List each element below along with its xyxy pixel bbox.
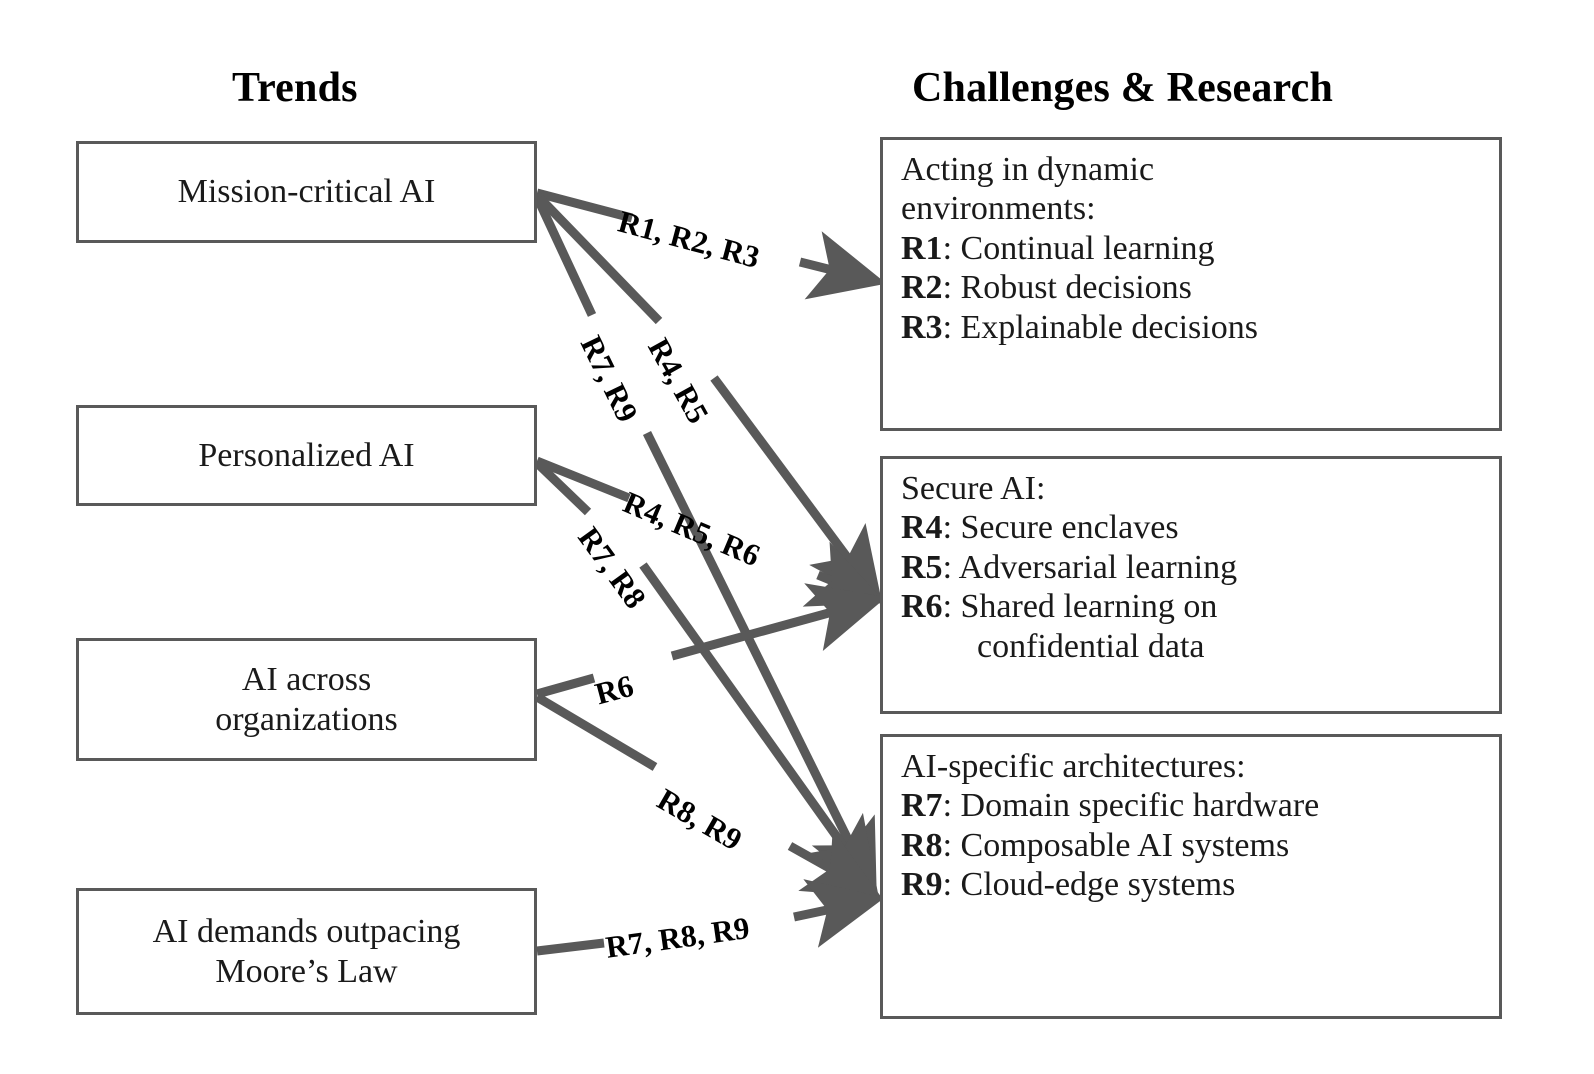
edge-label-personalized-to-arch: R7, R8	[571, 520, 654, 615]
research-item-r3: R3: Explainable decisions	[901, 308, 1499, 347]
research-text: Domain specific hardware	[960, 787, 1320, 825]
challenge-box-ai-specific-architectures[interactable]: AI-specific architectures: R7: Domain sp…	[880, 734, 1502, 1019]
research-id: R1	[901, 229, 943, 267]
research-text: Adversarial learning	[958, 548, 1238, 586]
trend-label: AI demands outpacing Moore’s Law	[152, 912, 461, 990]
challenge-box-secure-ai[interactable]: Secure AI: R4: Secure enclaves R5: Adver…	[880, 456, 1502, 714]
research-sep: :	[942, 826, 961, 864]
research-text: Explainable decisions	[960, 308, 1258, 346]
edge-label-mission-to-arch: R7, R9	[573, 330, 646, 428]
trend-label: AI across organizations	[215, 660, 398, 738]
research-sep: :	[942, 229, 961, 267]
research-text: Cloud-edge systems	[960, 866, 1236, 904]
research-id: R6	[901, 588, 943, 626]
research-item-r8: R8: Composable AI systems	[901, 826, 1499, 865]
research-sep: :	[942, 308, 961, 346]
research-id: R8	[901, 826, 943, 864]
research-item-r1: R1: Continual learning	[901, 229, 1499, 268]
research-text-continuation: confidential data	[977, 627, 1205, 665]
research-id: R2	[901, 269, 943, 307]
research-id: R3	[901, 308, 943, 346]
edge-orgs-to-arch	[534, 693, 882, 898]
research-item-r5: R5: Adversarial learning	[901, 548, 1499, 587]
trend-box-mission-critical-ai[interactable]: Mission-critical AI	[76, 141, 537, 243]
trend-box-personalized-ai[interactable]: Personalized AI	[76, 405, 537, 506]
research-id: R9	[901, 866, 943, 904]
trend-box-ai-across-organizations[interactable]: AI across organizations	[76, 638, 537, 761]
research-id: R5	[901, 548, 943, 586]
research-text: Robust decisions	[960, 269, 1192, 307]
column-header-challenges-research: Challenges & Research	[912, 65, 1334, 111]
challenge-heading: AI-specific architectures:	[901, 748, 1246, 785]
research-text: Continual learning	[960, 229, 1215, 267]
edge-label-personalized-to-secure: R4, R5, R6	[618, 484, 766, 574]
research-text: Shared learning on	[960, 588, 1218, 626]
research-item-r7: R7: Domain specific hardware	[901, 786, 1499, 825]
research-sep: :	[942, 269, 961, 307]
challenge-box-acting-in-dynamic-environments[interactable]: Acting in dynamic environments: R1: Cont…	[880, 137, 1502, 431]
research-sep: :	[942, 787, 961, 825]
research-sep: :	[942, 866, 961, 904]
column-header-trends: Trends	[232, 65, 358, 111]
edge-orgs-to-secure	[535, 583, 887, 699]
edge-label-orgs-to-arch: R8, R9	[651, 781, 749, 858]
research-sep: :	[942, 509, 961, 547]
research-item-r2: R2: Robust decisions	[901, 268, 1499, 307]
research-text: Secure enclaves	[960, 509, 1179, 547]
research-text: Composable AI systems	[960, 826, 1290, 864]
research-sep: :	[942, 548, 959, 586]
trend-label: Mission-critical AI	[177, 173, 436, 211]
research-item-r9: R9: Cloud-edge systems	[901, 865, 1499, 904]
challenge-heading: Acting in dynamic environments:	[901, 151, 1155, 228]
research-id: R4	[901, 509, 943, 547]
challenge-heading: Secure AI:	[901, 470, 1046, 507]
research-sep: :	[942, 588, 961, 626]
edge-label-mission-to-dynamic: R1, R2, R3	[614, 203, 764, 275]
trend-box-ai-demands-outpacing-moores-law[interactable]: AI demands outpacing Moore’s Law	[76, 888, 537, 1015]
edge-label-orgs-to-secure: R6	[591, 667, 637, 712]
trend-label: Personalized AI	[198, 436, 415, 474]
research-item-r4: R4: Secure enclaves	[901, 508, 1499, 547]
edge-label-moores-to-arch: R7, R8, R9	[603, 910, 752, 965]
research-id: R7	[901, 787, 943, 825]
edge-label-mission-to-secure: R4, R5	[641, 332, 716, 430]
